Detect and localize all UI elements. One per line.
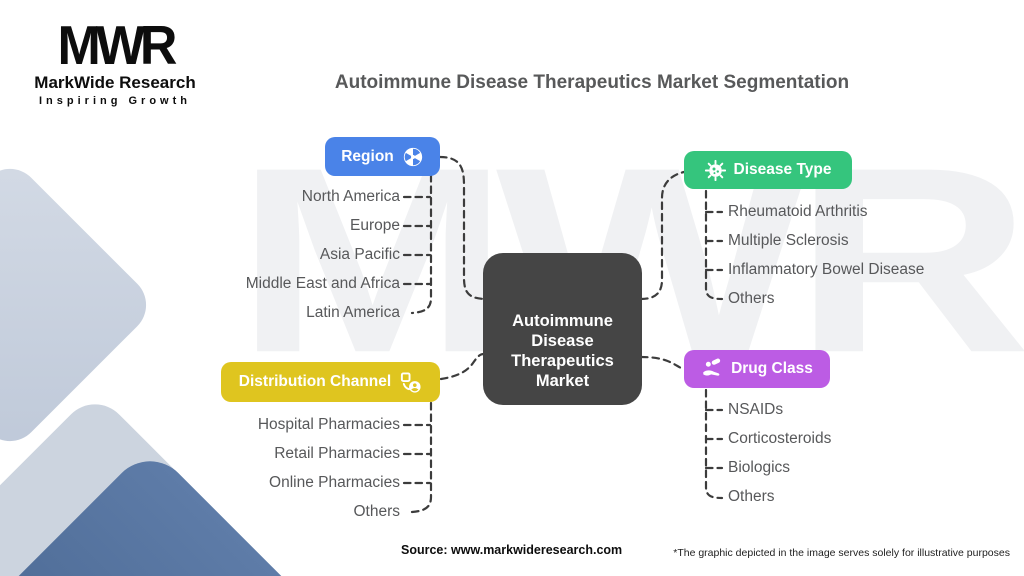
list-item: NSAIDs [728, 401, 784, 418]
list-item: Europe [350, 217, 400, 234]
list-item: Multiple Sclerosis [728, 232, 849, 249]
source-text: Source: www.markwideresearch.com [401, 543, 623, 557]
list-item: Online Pharmacies [269, 474, 400, 491]
branch-node-drug-class: Drug Class [684, 350, 830, 388]
hand-pills-icon [703, 358, 721, 376]
list-item: Hospital Pharmacies [257, 416, 400, 433]
list-item: Others [353, 503, 400, 520]
list-item: Corticosteroids [728, 430, 832, 447]
center-market-node: Autoimmune Disease Therapeutics Market [483, 253, 642, 405]
list-item: Retail Pharmacies [274, 445, 400, 462]
virus-icon [704, 159, 726, 181]
brand-logo-mark: MWR [57, 15, 178, 77]
brand-logo: MWR MarkWide Research Inspiring Growth [30, 15, 200, 108]
list-item: Inflammatory Bowel Disease [728, 261, 925, 278]
region-label: Region [341, 147, 394, 165]
brand-name: MarkWide Research [34, 73, 196, 93]
list-item: Biologics [728, 459, 791, 476]
branch-node-disease-type: Disease Type [684, 151, 852, 189]
list-item: Others [728, 290, 775, 307]
disease-type-label: Disease Type [733, 161, 832, 178]
brand-tagline: Inspiring Growth [39, 95, 191, 108]
list-item: Middle East and Africa [245, 275, 400, 292]
list-item: Latin America [306, 304, 400, 321]
list-item: Asia Pacific [319, 246, 400, 263]
page-title: Autoimmune Disease Therapeutics Market S… [334, 72, 850, 93]
disclaimer-text: *The graphic depicted in the image serve… [673, 547, 1010, 559]
branch-node-region: Region [325, 137, 440, 176]
distribution-channel-label: Distribution Channel [238, 373, 392, 390]
list-item: Others [728, 488, 775, 505]
globe-icon [403, 147, 422, 166]
list-item: North America [301, 188, 400, 205]
branch-node-distribution-channel: Distribution Channel [221, 362, 440, 402]
list-item: Rheumatoid Arthritis [728, 203, 868, 220]
distribution-network-icon [401, 371, 421, 393]
drug-class-label: Drug Class [731, 360, 813, 377]
